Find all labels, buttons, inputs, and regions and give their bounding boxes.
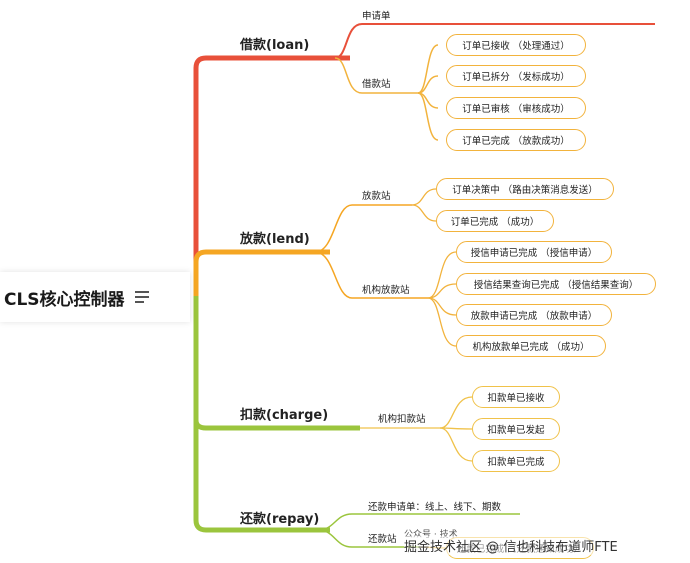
sub-repay-station[interactable]: 还款站: [368, 534, 397, 545]
root-node[interactable]: CLS核心控制器: [0, 272, 190, 322]
leaf-credit-query[interactable]: 授信结果查询已完成 （授信结果查询）: [456, 273, 656, 295]
root-label: CLS核心控制器: [4, 289, 125, 310]
loan-to-apply: [334, 23, 655, 59]
trunk-green-charge: [193, 419, 360, 431]
leaf-loan-received[interactable]: 订单已接收 （处理通过）: [446, 34, 586, 56]
leaf-credit-apply[interactable]: 授信申请已完成 （授信申请）: [456, 241, 612, 263]
branch-loan[interactable]: 借款(loan): [240, 38, 310, 53]
watermark: 掘金技术社区 @ 信也科技布道师FTE: [404, 536, 618, 555]
leaf-charge-completed[interactable]: 扣款单已完成: [472, 450, 560, 472]
leaf-loan-split[interactable]: 订单已拆分 （发标成功）: [446, 65, 586, 87]
loan-to-station: [334, 57, 418, 94]
leaf-lend-apply[interactable]: 放款申请已完成 （放款申请）: [456, 304, 612, 326]
leaf-lend-deciding[interactable]: 订单决策中 （路由决策消息发送）: [436, 178, 614, 200]
branch-lend[interactable]: 放款(lend): [240, 232, 310, 247]
leaf-charge-initiated[interactable]: 扣款单已发起: [472, 418, 560, 440]
trunk-green: [193, 296, 330, 533]
menu-lines-icon: [134, 288, 149, 306]
sub-charge-org-station[interactable]: 机构扣款站: [378, 414, 426, 425]
sub-repay-apply[interactable]: 还款申请单：线上、线下、期数: [368, 502, 502, 513]
leaf-charge-received[interactable]: 扣款单已接收: [472, 386, 560, 408]
watermark-line2: 公众号 · 技术: [404, 530, 458, 540]
sub-loan-station[interactable]: 借款站: [362, 79, 391, 90]
branch-charge[interactable]: 扣款(charge): [240, 408, 329, 423]
leaf-loan-completed[interactable]: 订单已完成 （放款成功）: [446, 129, 586, 151]
sub-loan-apply[interactable]: 申请单: [362, 11, 391, 22]
leaf-lend-completed[interactable]: 订单已完成 （成功）: [436, 210, 554, 232]
trunk-red: [193, 55, 350, 296]
sub-lend-station[interactable]: 放款站: [362, 191, 391, 202]
branch-repay[interactable]: 还款(repay): [240, 512, 320, 527]
sub-lend-org-station[interactable]: 机构放款站: [362, 285, 410, 296]
trunk-orange: [193, 249, 330, 296]
leaf-loan-reviewed[interactable]: 订单已审核 （审核成功）: [446, 97, 586, 119]
leaf-org-lend-completed[interactable]: 机构放款单已完成 （成功）: [456, 335, 606, 357]
